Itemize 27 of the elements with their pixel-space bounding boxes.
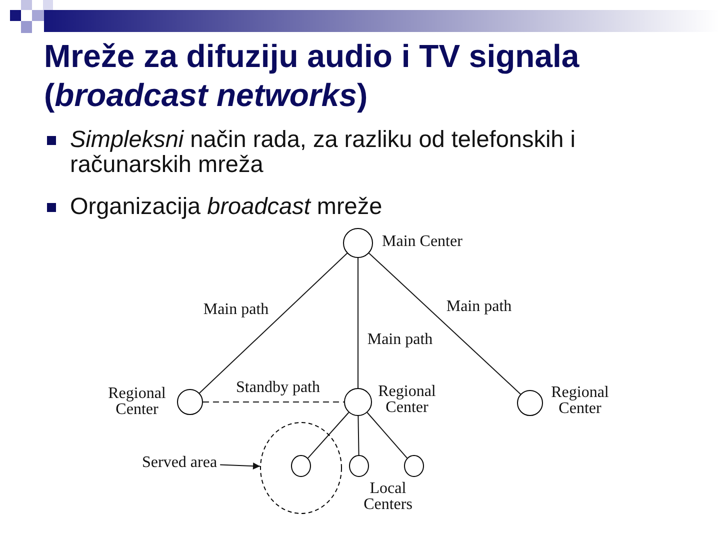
- connector-line: [198, 252, 348, 394]
- circle-node: [349, 455, 369, 477]
- edge-label: Main path: [365, 332, 435, 348]
- node-caption: Main Center: [382, 234, 464, 250]
- node-caption: Regional Center: [377, 384, 437, 416]
- edge-label: Main path: [201, 302, 271, 318]
- text-label: Local Centers: [362, 481, 414, 513]
- edge-label: Standby path: [234, 380, 322, 396]
- slide-title: Mreže za difuziju audio i TV signala (broadcast networks): [44, 37, 580, 115]
- node-text: Served area: [142, 455, 218, 471]
- node-caption: Regional Center: [550, 385, 610, 417]
- connector-line: [358, 416, 360, 456]
- circle-node: [344, 388, 372, 416]
- circle-node: [404, 455, 424, 477]
- circle-node: [517, 390, 543, 416]
- circle-node: [291, 455, 311, 477]
- connector-line: [368, 252, 521, 395]
- bullet-text: Simpleksni način rada, za razliku od telefonskih i računarskih mreža: [70, 127, 577, 177]
- dashed-area-outline: [260, 422, 342, 514]
- node-caption: Regional Center: [107, 386, 167, 418]
- arrow: [220, 462, 260, 470]
- circle-node: [343, 228, 373, 258]
- connector-line: [308, 412, 350, 459]
- edge-label: Main path: [444, 299, 514, 315]
- bullet-text: Organizacija broadcast mreže: [70, 194, 384, 219]
- connector-line: [366, 412, 408, 459]
- circle-node: [177, 389, 203, 415]
